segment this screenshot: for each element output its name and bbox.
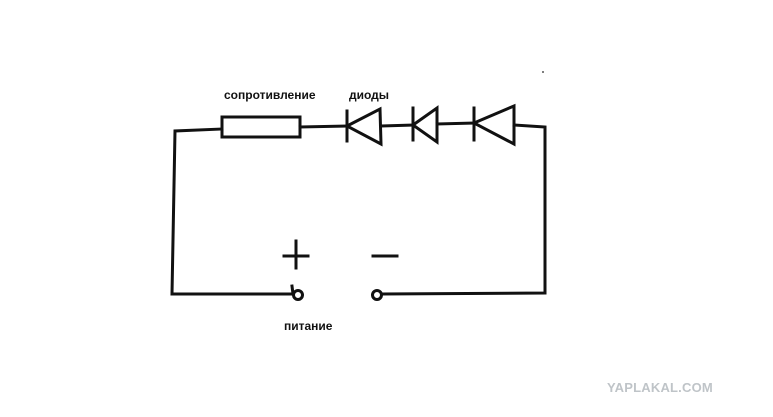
diode-3 [470, 103, 516, 147]
diodes-label: диоды [349, 88, 390, 102]
diode-2 [410, 105, 439, 145]
wire-left [170, 127, 293, 296]
terminal-negative [371, 289, 383, 301]
resistor [220, 115, 302, 139]
watermark-logo: YAPLAKAL.COM [607, 380, 713, 395]
plus-sign [282, 239, 310, 270]
resistor-label: сопротивление [224, 88, 316, 102]
terminal-positive [290, 284, 304, 301]
wire-diode2-diode3 [435, 121, 476, 126]
wire-diode1-diode2 [379, 123, 415, 128]
stray-dot [542, 71, 544, 73]
wire-resistor-diode1 [298, 124, 349, 129]
diode-1 [343, 106, 383, 147]
wire-right [381, 123, 547, 296]
power-label: питание [284, 319, 333, 333]
